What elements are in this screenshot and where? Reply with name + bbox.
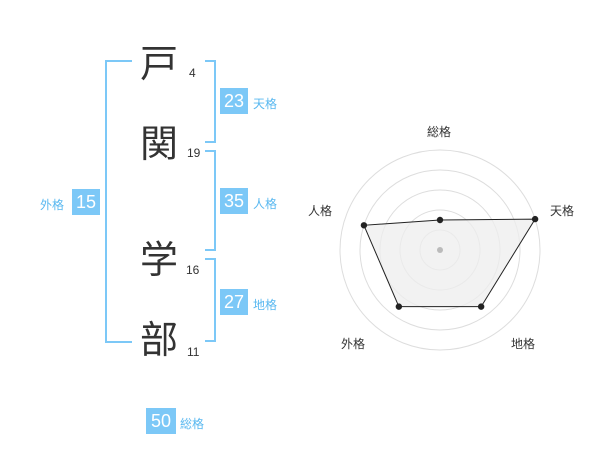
radar-point-4 [360,222,368,229]
char-2: 関 [140,122,179,166]
chikaku-label: 地格 [253,298,278,312]
radar-axis-label-chikaku: 地格 [511,337,536,351]
stroke-count-2: 19 [187,146,201,160]
jinkaku-value: 35 [220,188,248,214]
radar-axis-label-tenkaku: 天格 [550,204,575,218]
jinkaku-label: 人格 [253,197,278,211]
tenkaku-label: 天格 [253,97,278,111]
chikaku-bracket [205,258,216,342]
stroke-count-3: 16 [186,263,200,277]
radar-axis-label-jinkaku: 人格 [308,204,333,218]
radar-point-0 [436,216,444,224]
chikaku-value: 27 [220,289,248,315]
radar-ring [339,149,541,351]
char-1: 戸 [140,42,179,86]
gaikaku-bracket [105,60,132,343]
char-4: 部 [140,318,179,362]
jinkaku-bracket [205,150,216,251]
stroke-count-4: 11 [187,345,200,359]
radar-area [363,218,537,308]
radar-ring [359,169,521,331]
char-3: 学 [140,238,179,282]
radar-axis-label-soukaku: 総格 [427,125,452,139]
tenkaku-bracket [205,60,216,143]
soukaku-label: 総格 [180,417,205,431]
soukaku-value: 50 [146,408,176,434]
stroke-count-1: 4 [189,66,196,80]
radar-point-3 [395,303,403,310]
gaikaku-label: 外格 [40,198,65,212]
radar-center-dot [437,247,443,253]
radar-axis-label-gaikaku: 外格 [341,337,366,351]
radar-point-1 [531,215,539,223]
tenkaku-value: 23 [220,88,248,114]
radar-point-2 [477,303,485,310]
gaikaku-value: 15 [72,189,100,215]
